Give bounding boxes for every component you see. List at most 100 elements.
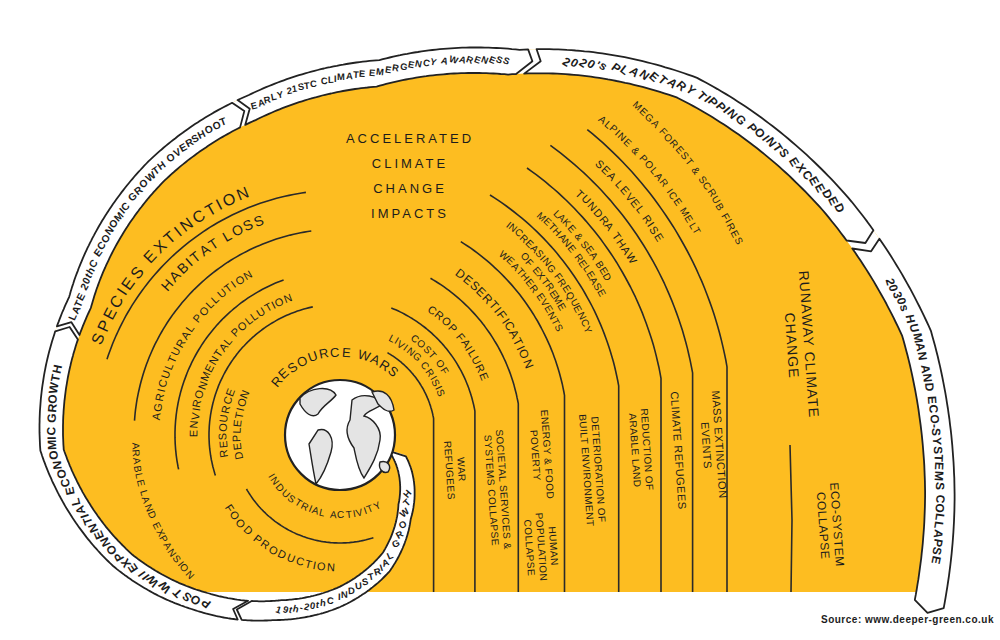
divider-line [247,489,374,543]
letter: O [55,468,68,479]
letter: W [448,55,459,67]
band-segment [524,49,873,243]
letter: S [217,433,228,440]
letter: N [341,590,348,600]
curved-label: INDUSTRIAL ACTIVITY [262,466,387,525]
letter: E [341,345,351,359]
divider-line [175,280,284,469]
letter: P [231,435,242,443]
divider-line [550,145,692,592]
letter: C [294,555,305,568]
letter [925,392,937,396]
curved-label: ALPINE & POLAR ICE MELT [592,110,706,242]
letter: O [933,503,946,514]
divider-line [587,130,727,592]
letter: N [414,59,423,70]
letter: R [218,449,230,459]
timeline-band: EARLY 21STC CLIMATE EMERGENCY AWARENESS [243,49,517,117]
letter: D [348,586,356,596]
curved-label: RESOURCE WARS [263,339,407,395]
letter: E [359,70,366,80]
letter: R [154,392,166,402]
curved-label: COST OF LIVING CRISIS [381,329,456,404]
globe-drawing [285,380,395,490]
letter: T [932,454,944,462]
letter: A [919,364,932,374]
letter: N [51,460,64,470]
letter: N [189,420,201,429]
letter: M [911,332,924,344]
letter: Y [276,90,284,100]
letter: R [220,404,232,414]
letter: A [345,72,352,82]
letter: N [235,184,252,203]
letter: R [318,346,330,361]
curved-label: MEGA FOREST & SCRUB FIRES [627,96,748,250]
timeline-band: 2020's PLANETARY TIPPING POINTS EXCEEDED [555,50,852,220]
letter: E [188,430,199,437]
letter: L [231,427,242,434]
letter: S [502,56,512,67]
timeline-label: 2020's PLANETARY TIPPING POINTS EXCEEDED [555,50,852,220]
letter: C [327,596,334,606]
letter: D [233,450,245,460]
divider-line [135,231,312,421]
yellow-ground [40,48,955,593]
letter: T [304,81,311,91]
divider-line [431,278,519,592]
letter: t [316,600,320,610]
letter: W [398,506,411,519]
letter: M [46,440,58,450]
timeline-band: LATE 20thC ECONOMIC GROWTH OVERSHOOT [62,111,234,329]
letter: B [132,465,143,473]
letter: N [921,373,934,383]
letter: C [45,427,57,436]
band-segment [57,103,244,335]
letter: O [46,393,59,404]
letter [334,594,337,604]
letter: N [327,562,336,573]
letter: Y [931,437,943,445]
timeline-band: 2030s HUMAN AND ECO-SYSTEMS COLLAPSE [878,270,952,572]
divider-line [461,242,565,592]
letter: A [131,457,142,465]
letter: T [353,71,359,81]
letter: U [218,414,230,423]
curved-label: RESOURCE DEPLETION [212,376,256,466]
letter: S [297,83,304,93]
letter: C [422,58,431,69]
letter: & [630,145,642,157]
letter: S [932,446,944,454]
letter [934,490,946,494]
curved-label: CROP FAILURE [421,299,494,387]
letter: E [384,66,391,76]
letter: 2 [303,602,310,612]
letter: S [933,481,946,490]
letter: A [329,509,337,520]
band-segment [40,327,249,620]
letter: O [317,561,327,573]
letter: E [929,555,942,565]
letter: M [933,471,946,482]
letter: L [318,507,326,518]
letter: A [440,56,449,67]
letter: I [45,436,57,439]
letter: G [152,402,164,412]
letter: E [218,441,230,449]
letter: D [923,383,936,393]
letter: R [46,403,59,413]
letter: C [330,345,340,359]
letter: I [312,560,317,571]
letter: E [369,69,376,79]
letter: E [135,478,146,487]
letter: E [63,486,76,496]
band-segment [852,239,954,613]
letter [366,70,369,80]
letter: E [232,442,244,451]
timeline-label: LATE 20thC ECONOMIC GROWTH OVERSHOOT [62,111,234,329]
letter: C [320,77,327,87]
letter: A [151,412,163,420]
letter: O [217,423,229,432]
letter: G [45,413,58,423]
source-note: Source: www.deeper-green.co.uk [790,614,994,626]
